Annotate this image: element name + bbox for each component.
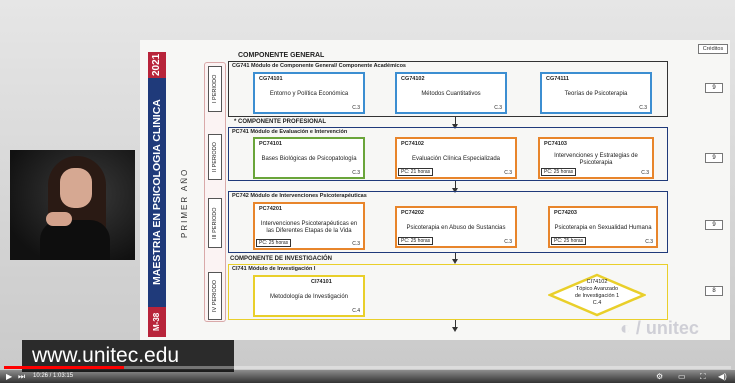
course-credits: C.3 bbox=[352, 241, 360, 247]
watermark-text: unitec bbox=[645, 318, 699, 338]
module-title: PC742 Módulo de Intervenciones Psicotera… bbox=[232, 193, 367, 199]
section-investigacion: COMPONENTE DE INVESTIGACIÓN bbox=[230, 256, 333, 262]
course-credits: C.3 bbox=[352, 170, 360, 176]
course-code: PC74103 bbox=[544, 141, 567, 147]
credits-row-1: 9 bbox=[705, 83, 723, 93]
course-ci74101[interactable]: CI74101 Metodología de Investigación C.4 bbox=[253, 275, 365, 317]
module-row-pc742: PC742 Módulo de Intervenciones Psicotera… bbox=[228, 191, 668, 253]
course-code: PC74203 bbox=[554, 210, 577, 216]
course-code: CG74101 bbox=[259, 76, 283, 82]
module-title: CG741 Módulo de Componente General/ Comp… bbox=[232, 63, 406, 69]
course-name: Intervenciones Psicoterapéuticas en las … bbox=[260, 220, 358, 234]
course-credits: C.3 bbox=[645, 239, 653, 245]
course-cg74111[interactable]: CG74111 Teorías de Psicoterapia C.3 bbox=[540, 72, 652, 114]
course-credits: C.4 bbox=[352, 308, 360, 314]
time-display: 10:26 / 1:03:15 bbox=[33, 373, 74, 379]
overlay-url: www.unitec.edu bbox=[22, 340, 234, 372]
course-name: Tópico Avanzado de Investigación 1 bbox=[574, 285, 620, 299]
course-name: Psicoterapia en Abuso de Sustancias bbox=[406, 225, 506, 232]
program-code: M-38 bbox=[148, 307, 166, 337]
video-progress-bar[interactable] bbox=[4, 366, 731, 369]
course-credits: C.3 bbox=[504, 170, 512, 176]
course-pc74201[interactable]: PC74201 Intervenciones Psicoterapéuticas… bbox=[253, 202, 365, 250]
course-pc74102[interactable]: PC74102 Evaluación Clínica Especializada… bbox=[395, 137, 517, 179]
course-credits: C.3 bbox=[494, 105, 502, 111]
section-general: COMPONENTE GENERAL bbox=[238, 52, 325, 59]
course-credits: C.3 bbox=[639, 105, 647, 111]
section-profesional: * COMPONENTE PROFESIONAL bbox=[234, 119, 327, 125]
course-code: CG74102 bbox=[401, 76, 425, 82]
course-code: CI74102 bbox=[586, 279, 608, 285]
flow-arrow bbox=[452, 181, 458, 193]
course-credits: C.4 bbox=[592, 299, 602, 306]
period-2: II PERIODO bbox=[208, 134, 222, 180]
flow-arrow bbox=[452, 117, 458, 129]
course-credits: C.3 bbox=[641, 170, 649, 176]
creditos-header: Créditos bbox=[698, 44, 728, 54]
course-name: Metodología de Investigación bbox=[269, 294, 349, 301]
course-code: PC74202 bbox=[401, 210, 424, 216]
module-title: CI741 Módulo de Investigación I bbox=[232, 266, 316, 272]
credits-row-3: 9 bbox=[705, 220, 723, 230]
primer-anio-label: PRIMER AÑO bbox=[180, 167, 189, 238]
player-controls bbox=[0, 370, 735, 383]
next-icon[interactable]: ⏭ bbox=[18, 372, 26, 381]
course-code: CI74101 bbox=[311, 279, 332, 285]
volume-icon[interactable]: ◀) bbox=[718, 372, 727, 381]
program-title: MAESTRIA EN PSICOLOGIA CLINICA bbox=[151, 99, 163, 285]
course-pc74103[interactable]: PC74103 Intervenciones y Estrategias de … bbox=[538, 137, 654, 179]
course-name: Psicoterapia en Sexualidad Humana bbox=[554, 225, 652, 232]
presenter-webcam bbox=[10, 150, 135, 260]
practice-hours: PC: 25 horas bbox=[541, 168, 577, 176]
settings-gear-icon[interactable]: ⚙ bbox=[656, 372, 664, 381]
course-name: Bases Biológicas de Psicopatología bbox=[261, 156, 357, 163]
credits-row-2: 9 bbox=[705, 153, 723, 163]
diamond-shape bbox=[546, 273, 648, 317]
period-1: I PERIODO bbox=[208, 66, 222, 112]
practice-hours: PC: 21 horas bbox=[398, 168, 434, 176]
periods-column bbox=[204, 62, 226, 322]
course-name: Evaluación Clínica Especializada bbox=[411, 156, 501, 163]
course-pc74101[interactable]: PC74101 Bases Biológicas de Psicopatolog… bbox=[253, 137, 365, 179]
course-credits: C.3 bbox=[352, 105, 360, 111]
practice-hours: PC: 25 horas bbox=[551, 237, 587, 245]
course-name: Métodos Cuantitativos bbox=[421, 91, 481, 98]
course-credits: C.3 bbox=[504, 239, 512, 245]
miniplayer-icon[interactable]: ▭ bbox=[678, 372, 686, 381]
module-row-pc741: PC741 Módulo de Evaluación e Intervenció… bbox=[228, 127, 668, 181]
practice-hours: PC: 25 horas bbox=[398, 237, 434, 245]
practice-hours: PC: 25 horas bbox=[256, 239, 292, 247]
period-4: IV PERIODO bbox=[208, 272, 222, 320]
course-pc74203[interactable]: PC74203 Psicoterapia en Sexualidad Human… bbox=[548, 206, 658, 248]
video-progress-fill bbox=[4, 366, 124, 369]
course-pc74202[interactable]: PC74202 Psicoterapia en Abuso de Sustanc… bbox=[395, 206, 517, 248]
unitec-logo-icon: ◐ / bbox=[620, 318, 646, 338]
program-year: 2021 bbox=[148, 52, 166, 78]
module-row-cg741: CG741 Módulo de Componente General/ Comp… bbox=[228, 61, 668, 117]
module-title: PC741 Módulo de Evaluación e Intervenció… bbox=[232, 129, 348, 135]
course-code: PC74201 bbox=[259, 206, 282, 212]
unitec-watermark: ◐ / unitec bbox=[620, 318, 699, 339]
flow-arrow bbox=[452, 253, 458, 264]
fullscreen-icon[interactable]: ⛶ bbox=[700, 372, 706, 381]
course-ci74102[interactable]: CI74102 Tópico Avanzado de Investigación… bbox=[546, 273, 648, 317]
module-row-ci741: CI741 Módulo de Investigación I bbox=[228, 264, 668, 320]
play-icon[interactable]: ▶ bbox=[6, 372, 13, 381]
credits-row-4: 8 bbox=[705, 286, 723, 296]
flow-arrow bbox=[452, 320, 458, 332]
period-3: III PERIODO bbox=[208, 198, 222, 248]
course-code: PC74102 bbox=[401, 141, 424, 147]
course-cg74101[interactable]: CG74101 Entorno y Política Económica C.3 bbox=[253, 72, 365, 114]
program-sidebar: 2021 MAESTRIA EN PSICOLOGIA CLINICA M-38 bbox=[148, 52, 166, 337]
course-code: PC74101 bbox=[259, 141, 282, 147]
course-cg74102[interactable]: CG74102 Métodos Cuantitativos C.3 bbox=[395, 72, 507, 114]
course-name: Teorías de Psicoterapia bbox=[564, 91, 628, 98]
course-code: CG74111 bbox=[546, 76, 569, 82]
course-name: Intervenciones y Estrategias de Psicoter… bbox=[554, 152, 638, 166]
course-name: Entorno y Política Económica bbox=[269, 91, 349, 98]
